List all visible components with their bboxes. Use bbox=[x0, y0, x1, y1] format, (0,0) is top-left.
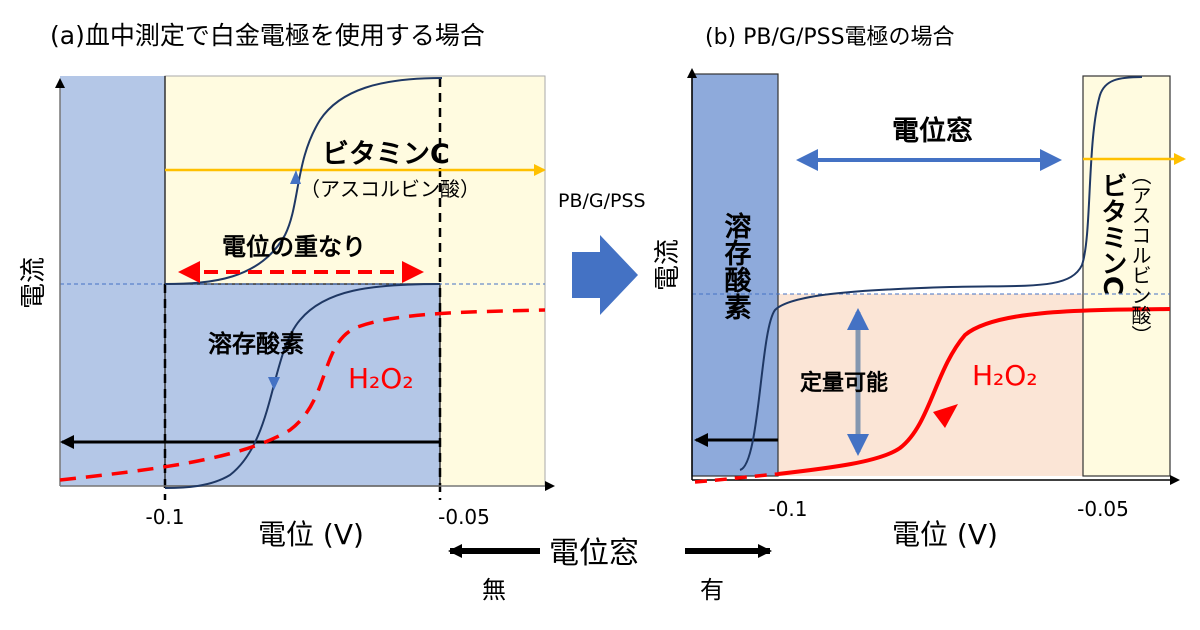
panel-b-oxygen-label: 溶存酸素 bbox=[720, 211, 752, 320]
panel-a-tick-left: -0.1 bbox=[145, 505, 184, 529]
panel-b-blue-region bbox=[691, 73, 779, 477]
panel-a-overlap-label: 電位の重なり bbox=[222, 233, 366, 261]
panel-b-ascorbic-label: （アスコルビン酸） bbox=[1128, 165, 1152, 345]
panel-a-blue-left-region bbox=[60, 76, 165, 486]
transition-arrow-icon bbox=[572, 235, 638, 315]
transition-label: PB/G/PSS bbox=[558, 190, 646, 212]
panel-b-ascorbic-text: （アスコルビン酸） bbox=[1128, 165, 1152, 345]
panel-b-tick-right: -0.05 bbox=[1077, 497, 1129, 521]
panel-b-h2o2-curve bbox=[777, 307, 1171, 476]
panel-b-y-label: 電流 bbox=[653, 239, 683, 291]
panel-b-tick-left: -0.1 bbox=[768, 497, 807, 521]
bottom-have-label: 有 bbox=[700, 576, 724, 604]
panel-b-h2o2-dashed bbox=[694, 472, 779, 484]
panel-a-title: (a)血中測定で白金電極を使用する場合 bbox=[50, 21, 485, 50]
panel-b-x-label: 電位 (V) bbox=[892, 518, 998, 551]
panel-b-oxygen-text: 溶存酸素 bbox=[720, 211, 752, 320]
panel-b-window-label: 電位窓 bbox=[892, 115, 973, 147]
transition: PB/G/PSS bbox=[558, 190, 646, 315]
panel-a-y-label: 電流 bbox=[19, 257, 49, 309]
panel-a-h2o2-label: H₂O₂ bbox=[348, 362, 414, 395]
panel-a-oxygen-curve bbox=[164, 283, 441, 489]
bottom-window-label: 電位窓 bbox=[549, 536, 639, 571]
panel-a-ascorbic-label: （アスコルビン酸） bbox=[300, 177, 480, 201]
panel-b-peach-region bbox=[778, 294, 1083, 476]
panel-a-x-label: 電位 (V) bbox=[258, 518, 364, 551]
bottom-window-legend: 電位窓 無 有 bbox=[448, 536, 772, 604]
panel-a-h2o2-curve bbox=[59, 308, 546, 482]
panel-b-vitamin-c-label: ビタミンC bbox=[1097, 172, 1127, 295]
panel-b-baseline-curve bbox=[739, 76, 1143, 471]
panel-b-h2o2-arrowhead bbox=[933, 404, 958, 428]
panel-a-vitamin-c-label: ビタミンC bbox=[322, 139, 450, 170]
panel-a-tick-right: -0.05 bbox=[438, 505, 490, 529]
panel-b-quantifiable-label: 定量可能 bbox=[800, 370, 888, 396]
panel-b-title: (b) PB/G/PSS電極の場合 bbox=[705, 25, 955, 50]
panel-b: (b) PB/G/PSS電極の場合 電位窓 溶存酸素 ビタミンC （アスコルビン… bbox=[653, 25, 1186, 551]
panel-b-h2o2-label: H₂O₂ bbox=[972, 359, 1038, 392]
bottom-none-label: 無 bbox=[482, 576, 506, 604]
panel-b-vitamin-c-text: ビタミンC bbox=[1097, 172, 1127, 295]
panel-a-vitamin-c-arrowhead bbox=[290, 170, 301, 184]
panel-b-yellow-region bbox=[1082, 75, 1171, 477]
panel-a: (a)血中測定で白金電極を使用する場合 ビタミンC （アスコルビン酸） 電位の重… bbox=[19, 21, 555, 551]
panel-a-oxygen-arrowhead bbox=[268, 377, 280, 390]
panel-a-oxygen-label: 溶存酸素 bbox=[208, 330, 304, 358]
